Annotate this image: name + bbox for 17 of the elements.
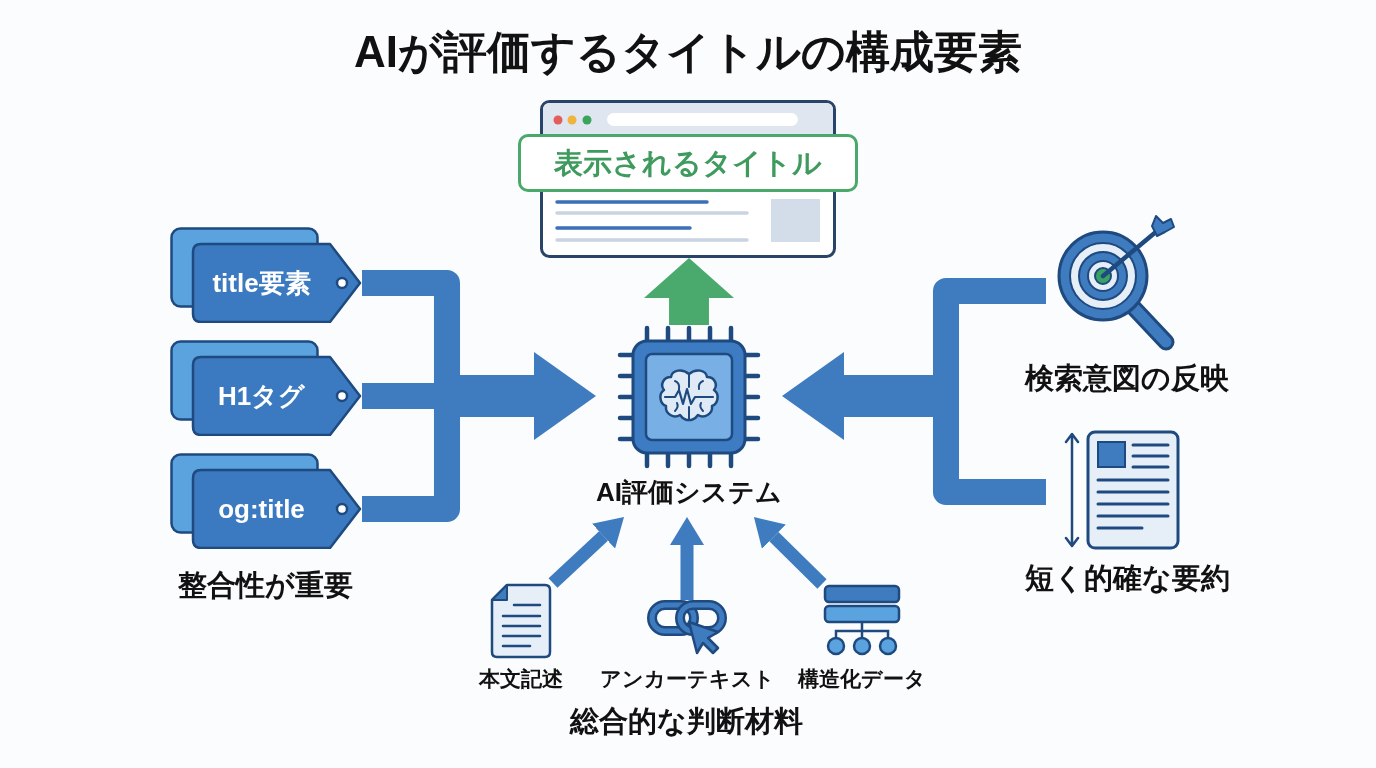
node-label: 本文記述: [479, 667, 563, 691]
node-label: 短く的確な要約: [1024, 562, 1230, 594]
tag-label: title要素: [212, 268, 311, 298]
node-label: 検索意図の反映: [1025, 362, 1229, 394]
note-text: 総合的な判断材料: [569, 704, 803, 738]
node-label: 構造化データ: [798, 667, 926, 691]
arrow: [644, 258, 734, 325]
connector-line: [933, 396, 1046, 505]
tag-label: og:title: [218, 494, 305, 524]
diagram-title: AIが評価するタイトルの構成要素: [354, 26, 1022, 78]
arrow: [753, 517, 827, 589]
node-label: AI評価システム: [596, 477, 782, 507]
node-label: アンカーテキスト: [599, 667, 775, 691]
connector-line: [933, 278, 1046, 396]
arrow: [670, 517, 704, 600]
arrow: [548, 517, 624, 588]
tag-label: H1タグ: [217, 381, 306, 411]
